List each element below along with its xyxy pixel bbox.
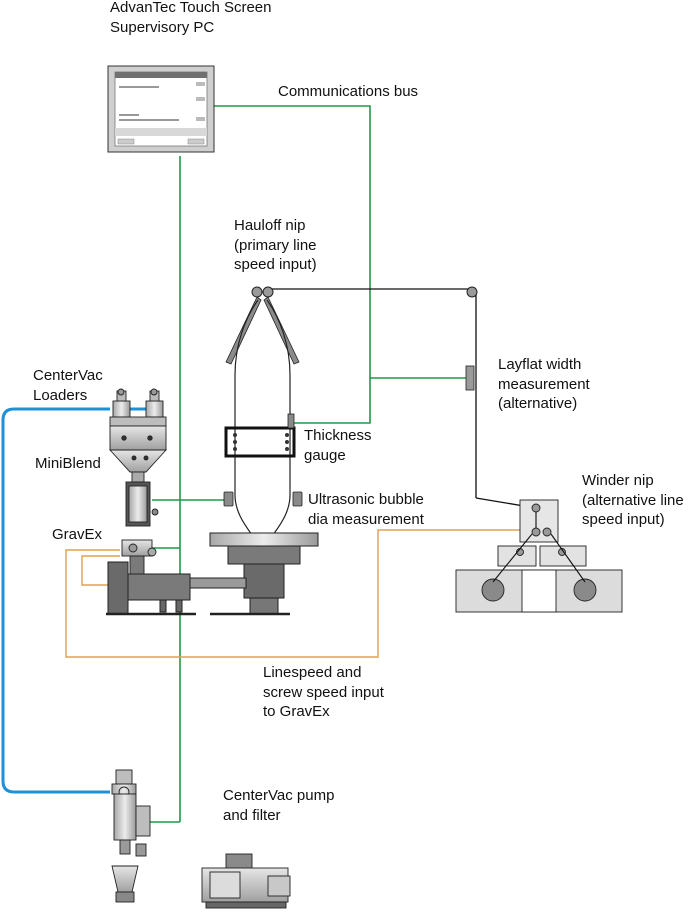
linespeed-input-label: Linespeed and screw speed input to GravE… bbox=[263, 664, 384, 720]
ultrasonic-sensor-icon bbox=[223, 491, 303, 507]
communications-bus-lines bbox=[150, 105, 468, 823]
touch-screen-monitor-icon bbox=[107, 65, 215, 153]
communications-bus-label: Communications bus bbox=[278, 83, 419, 100]
vacuum-loader-icon bbox=[112, 388, 164, 418]
hauloff-nip-label: Hauloff nip (primary line speed input) bbox=[234, 217, 317, 273]
layflat-width-sensor bbox=[465, 365, 475, 391]
gravex-hopper-icon bbox=[121, 481, 159, 575]
linespeed-signal-line bbox=[65, 529, 534, 658]
winder-icon bbox=[455, 499, 623, 613]
extruder-icon bbox=[106, 561, 290, 616]
thickness-gauge-label: Thickness gauge bbox=[304, 427, 372, 464]
miniblend-label: MiniBlend bbox=[35, 455, 101, 472]
centervac-loaders-label: CenterVac Loaders bbox=[33, 367, 103, 404]
winder-nip-label: Winder nip (alternative line speed input… bbox=[582, 472, 684, 528]
hauloff-nip-rollers bbox=[251, 286, 478, 298]
vacuum-filter-receiver-icon bbox=[111, 769, 151, 903]
layflat-width-label: Layflat width measurement (alternative) bbox=[498, 356, 590, 412]
collapsing-frame bbox=[225, 296, 300, 365]
blown-film-die-icon bbox=[209, 532, 319, 615]
gravimetric-blender-icon bbox=[108, 416, 168, 483]
ultrasonic-label: Ultrasonic bubble dia measurement bbox=[308, 491, 424, 528]
vacuum-conveying-line bbox=[1, 407, 146, 794]
supervisory-pc-label: AdvanTec Touch Screen Supervisory PC bbox=[110, 0, 272, 36]
vacuum-pump-icon bbox=[201, 853, 291, 909]
centervac-pump-label: CenterVac pump and filter bbox=[223, 787, 335, 824]
thickness-gauge-icon bbox=[224, 413, 296, 458]
gravex-label: GravEx bbox=[52, 526, 103, 543]
film-path bbox=[268, 288, 537, 509]
film-bubble-icon bbox=[234, 299, 291, 536]
